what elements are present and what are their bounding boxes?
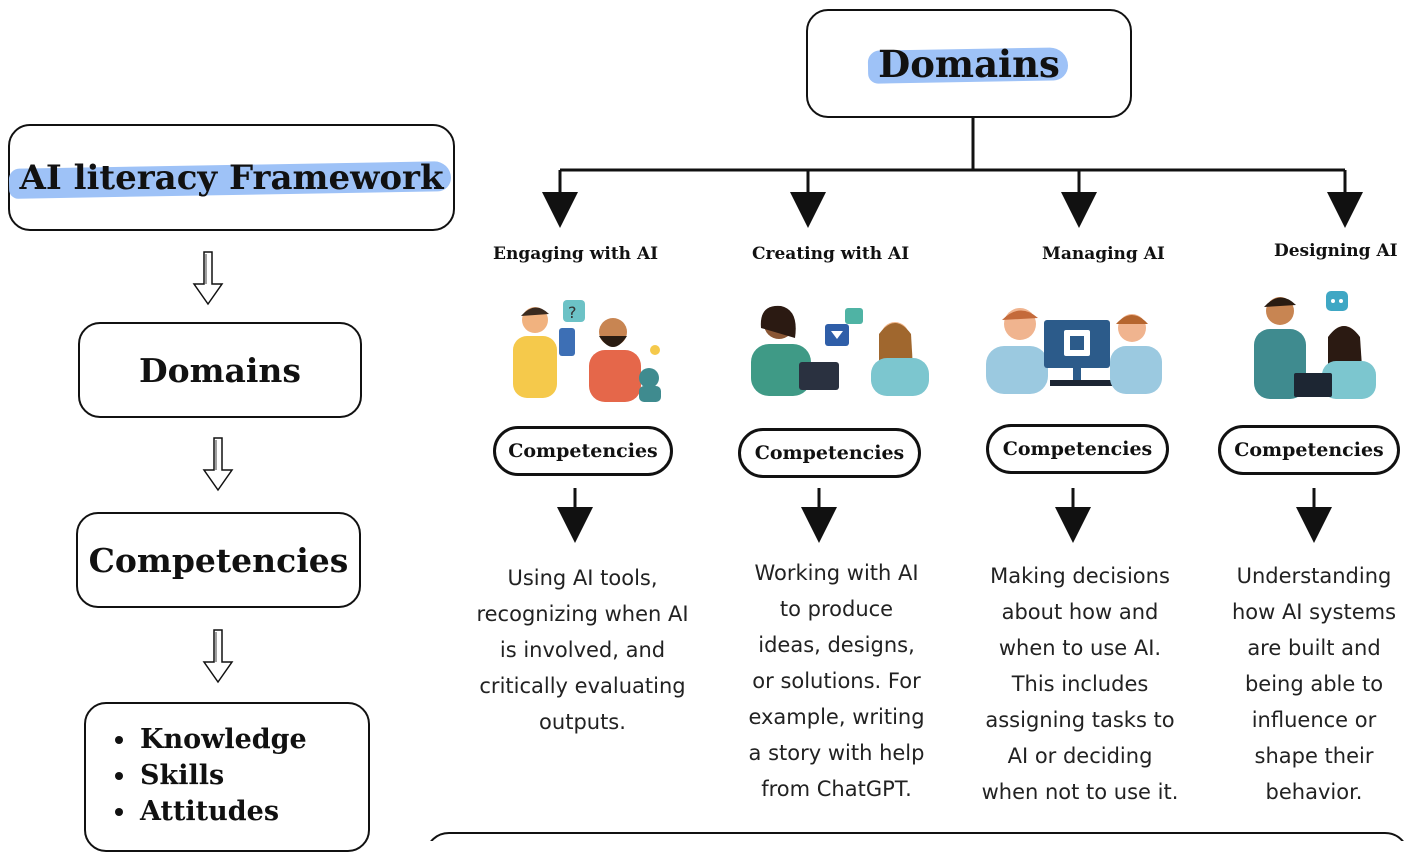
domain-title-designing: Designing AI: [1274, 241, 1398, 261]
top-domains-title: Domains: [878, 41, 1060, 86]
domains-level-label: Domains: [138, 350, 302, 390]
domain-title-creating: Creating with AI: [752, 244, 910, 264]
competencies-pill-creating: Competencies: [738, 428, 921, 478]
description-engaging: Using AI tools, recognizing when AI is i…: [476, 566, 689, 734]
framework-title: AI literacy Framework: [19, 157, 444, 198]
competencies-level-box: Competencies: [76, 512, 361, 608]
competencies-pill-designing: Competencies: [1218, 425, 1400, 475]
people-laptop-icon: [751, 305, 929, 396]
down-arrow-icon: [202, 437, 234, 492]
down-arrow-icon: [202, 629, 234, 684]
competencies-pill-managing: Competencies: [986, 424, 1169, 474]
domain-title-engaging: Engaging with AI: [493, 244, 659, 264]
competencies-level-label: Competencies: [88, 540, 349, 580]
svg-text:?: ?: [568, 303, 577, 322]
down-arrow-icon: [192, 251, 224, 306]
components-list: Knowledge Skills Attitudes: [108, 722, 307, 830]
description-creating: Working with AI to produce ideas, design…: [748, 561, 925, 801]
domains-level-box: Domains: [78, 322, 362, 418]
competencies-pill-engaging: Competencies: [493, 426, 673, 476]
people-phone-icon: ?: [513, 300, 661, 402]
component-item: Knowledge: [138, 722, 307, 758]
framework-box: AI literacy Framework: [8, 124, 455, 231]
component-item: Skills: [138, 758, 307, 794]
component-item: Attitudes: [138, 794, 307, 830]
top-domains-box: Domains: [806, 9, 1132, 118]
description-managing: Making decisions about how and when to u…: [981, 564, 1179, 804]
description-designing: Understanding how AI systems are built a…: [1231, 564, 1397, 804]
robot-team-icon: [1254, 291, 1376, 399]
computer-chip-icon: [986, 308, 1162, 394]
domain-title-managing: Managing AI: [1042, 244, 1165, 264]
components-box: Knowledge Skills Attitudes: [84, 702, 370, 852]
